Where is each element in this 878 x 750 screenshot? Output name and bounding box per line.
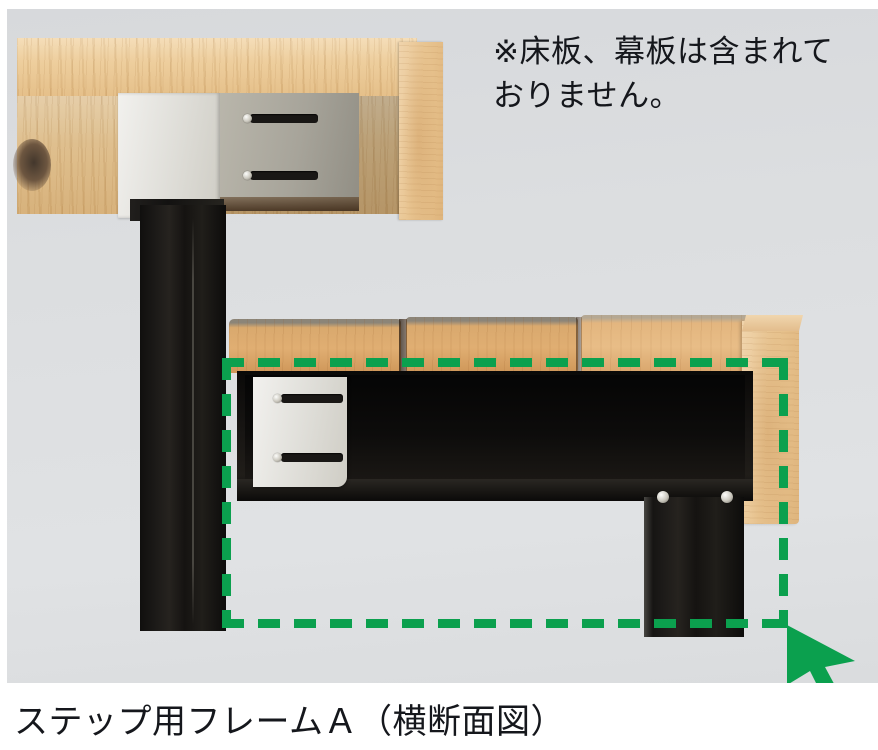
top-end-post <box>399 42 443 220</box>
step-rail-lip <box>237 479 753 501</box>
step-slat-3 <box>581 315 759 373</box>
step-slat-gap-2 <box>576 317 582 374</box>
step-bracket-screw-top <box>273 394 282 403</box>
bracket-screw-bottom <box>243 171 252 180</box>
steel-bracket-top-plate <box>220 93 359 211</box>
step-leg <box>644 497 744 637</box>
step-slat-2 <box>406 317 578 373</box>
bracket-bottom-shadow <box>220 197 359 211</box>
black-post <box>140 205 226 631</box>
bracket-slot-bottom <box>250 171 318 180</box>
step-bracket-slot-bottom <box>281 453 343 462</box>
step-bracket-screw-bottom <box>273 453 282 462</box>
step-leg-screw-left <box>657 491 669 503</box>
steel-bracket-step <box>253 377 347 487</box>
step-end-post-top-chamfer <box>742 315 803 331</box>
step-slat-gap-1 <box>399 319 407 374</box>
bracket-slot-top <box>250 114 318 123</box>
product-photo <box>7 9 878 683</box>
step-leg-screw-right <box>721 491 733 503</box>
figure-caption: ステップ用フレームＡ（横断面図） <box>14 703 565 741</box>
wood-knot <box>13 139 51 191</box>
pointer-arrow-icon <box>787 625 855 683</box>
step-leg-inner-edge <box>644 497 653 637</box>
bracket-screw-top <box>243 114 252 123</box>
steel-bracket-top-face <box>118 93 220 218</box>
black-post-seam <box>192 219 194 624</box>
top-beam <box>17 38 417 96</box>
step-slat-1 <box>229 319 401 373</box>
step-bracket-slot-top <box>281 394 343 403</box>
exclusion-note: ※床板、幕板は含まれて おりません。 <box>493 34 834 114</box>
